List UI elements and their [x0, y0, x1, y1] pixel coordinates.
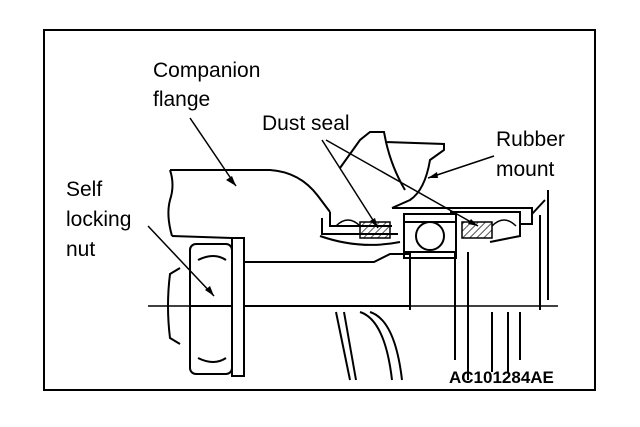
- diagram-frame: [43, 29, 596, 391]
- leader-companion-flange: [189, 117, 237, 187]
- leader-arrowheads: [205, 172, 478, 296]
- leader-self-locking-nut: [147, 225, 215, 297]
- rubber-mount-label-line1: Rubber: [496, 128, 565, 151]
- leader-dust-seal-1: [321, 139, 379, 229]
- companion-flange-label-line1: Companion: [153, 59, 260, 82]
- leader-dust-seal-2: [325, 139, 479, 227]
- dust-seal-parts: [335, 219, 517, 239]
- leader-rubber-mount: [427, 155, 495, 179]
- bearing-part: [403, 213, 457, 259]
- leader-lines: [147, 117, 495, 297]
- companion-flange-label-line2: flange: [153, 88, 210, 111]
- self-locking-nut-label: Self locking nut: [66, 178, 137, 261]
- self-locking-nut-label-line1: Self: [66, 178, 102, 201]
- rubber-mount-label-line2: mount: [496, 158, 555, 181]
- companion-flange-label: Companion flange: [153, 59, 266, 111]
- self-locking-nut-part: [167, 237, 245, 377]
- self-locking-nut-label-line3: nut: [66, 238, 95, 261]
- shaft-part: [240, 252, 521, 381]
- figure-code: AC101284AE: [449, 368, 554, 387]
- rubber-mount-label: Rubber mount: [496, 128, 571, 181]
- self-locking-nut-label-line2: locking: [66, 208, 131, 231]
- companion-flange-part: [167, 169, 331, 239]
- dust-seal-label: Dust seal: [262, 112, 350, 135]
